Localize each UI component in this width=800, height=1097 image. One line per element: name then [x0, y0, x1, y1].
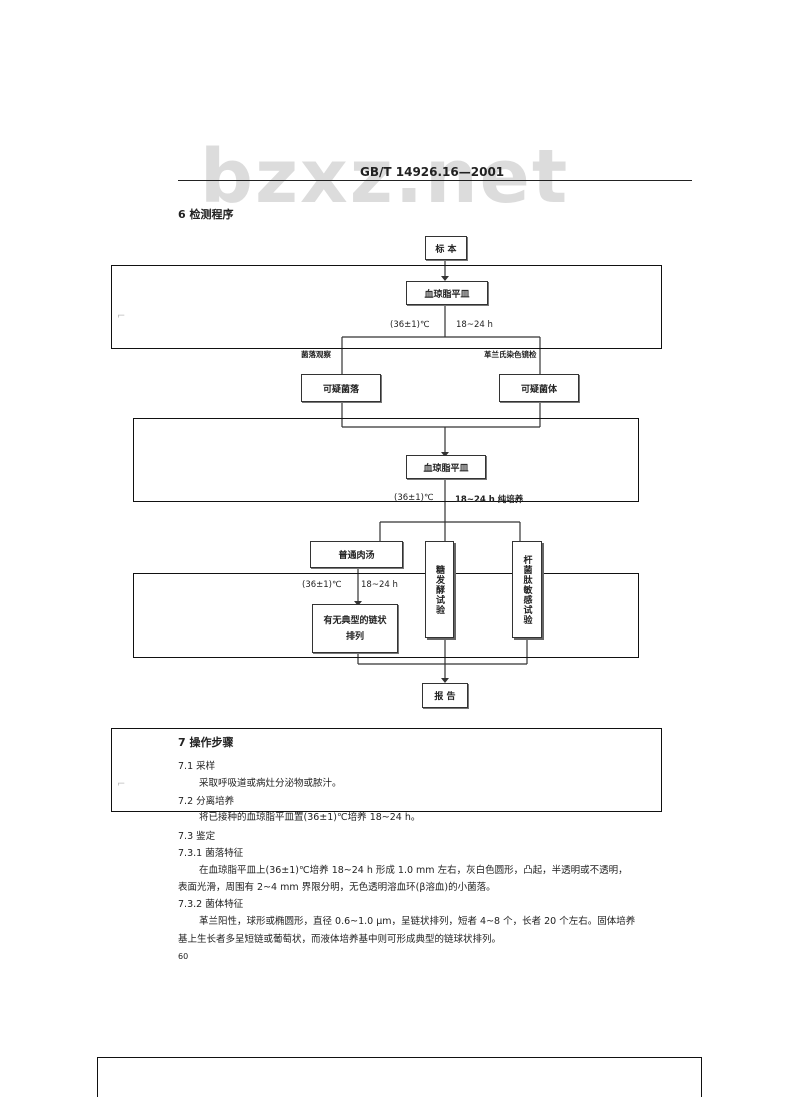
flow-box-blood-plate-1: 血琼脂平皿 — [406, 281, 488, 305]
frame-bottom — [97, 1057, 702, 1097]
watermark: bzxz.net — [200, 134, 570, 220]
branch-label-gram: 革兰氏染色镜检 — [484, 350, 537, 359]
flow-box-suspect-colony: 可疑菌落 — [301, 374, 381, 402]
incubation-time-3: 18~24 h — [361, 580, 398, 590]
section-7-3-2-line-1: 革兰阳性，球形或椭圆形，直径 0.6~1.0 μm，呈链状排列，短者 4~8 个… — [199, 916, 636, 927]
frame-identification — [133, 573, 639, 658]
incubation-temp-3: (36±1)℃ — [302, 580, 342, 590]
section-7-title: 7 操作步骤 — [178, 736, 234, 749]
incubation-time-2: 18~24 h 纯培养 — [455, 495, 524, 505]
branch-label-colony: 菌落观察 — [301, 350, 331, 359]
incubation-temp-1: (36±1)℃ — [390, 320, 430, 330]
section-7-1-body: 采取呼吸道或病灶分泌物或脓汁。 — [199, 778, 342, 789]
page-number: 60 — [178, 952, 189, 961]
flow-box-specimen: 标 本 — [425, 236, 467, 260]
flow-box-broth: 普通肉汤 — [310, 541, 403, 568]
section-7-3-2-line-2: 基上生长者多呈短链或葡萄状，而液体培养基中则可形成典型的链球状排列。 — [178, 934, 502, 945]
flow-box-blood-plate-2: 血琼脂平皿 — [406, 455, 486, 479]
flow-box-chain: 有无典型的链状排列 — [312, 604, 398, 653]
flow-box-report: 报 告 — [422, 683, 468, 708]
section-7-3-title: 7.3 鉴定 — [178, 831, 216, 842]
header-rule — [178, 180, 692, 181]
section-7-3-1-line-1: 在血琼脂平皿上(36±1)℃培养 18~24 h 形成 1.0 mm 左右，灰白… — [199, 865, 628, 876]
incubation-temp-2: (36±1)℃ — [394, 493, 434, 503]
section-7-2-title: 7.2 分离培养 — [178, 796, 235, 807]
section-7-3-1-line-2: 表面光滑，周围有 2~4 mm 界限分明，无色透明溶血环(β溶血)的小菌落。 — [178, 882, 496, 893]
frame-pure-culture — [133, 418, 639, 502]
section-7-2-body: 将已接种的血琼脂平皿置(36±1)℃培养 18~24 h。 — [199, 812, 421, 823]
section-7-3-2-title: 7.3.2 菌体特征 — [178, 899, 244, 910]
standard-code: GB/T 14926.16—2001 — [360, 165, 505, 179]
section-6-title: 6 检测程序 — [178, 208, 234, 221]
flow-box-sugar-test: 糖发酵试验 — [425, 541, 454, 638]
frame-section-7 — [111, 728, 662, 812]
flow-box-sensitivity-test: 杆菌肽敏感试验 — [512, 541, 542, 638]
section-7-3-1-title: 7.3.1 菌落特征 — [178, 848, 244, 859]
incubation-time-1: 18~24 h — [456, 320, 493, 330]
frame-isolation — [111, 265, 662, 349]
flow-box-suspect-bacteria: 可疑菌体 — [499, 374, 579, 402]
section-7-1-title: 7.1 采样 — [178, 761, 216, 772]
